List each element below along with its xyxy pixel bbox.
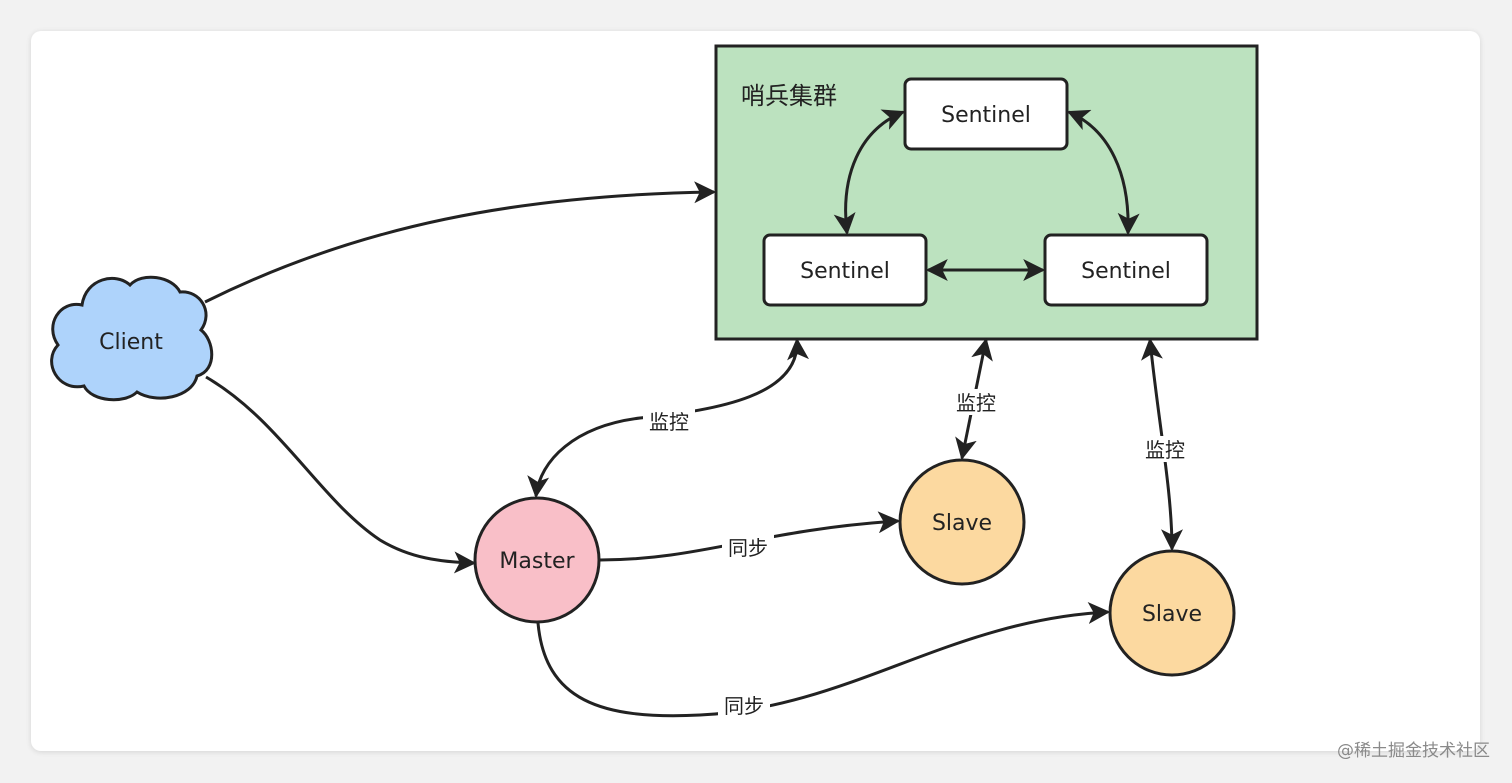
slave-1-label: Slave — [932, 511, 992, 536]
sentinel-left-label: Sentinel — [800, 259, 890, 284]
client-label: Client — [99, 330, 163, 355]
edge-label-sync-slave-1: 同步 — [728, 536, 768, 560]
watermark: @稀土掘金技术社区 — [1337, 741, 1490, 761]
edge-label-bg-sync-slave-1 — [722, 534, 774, 560]
edge-label-bg-monitor-master — [643, 408, 695, 434]
edge-label-bg-monitor-slave-1 — [950, 389, 1002, 415]
edge-client-to-cluster — [204, 181, 717, 304]
edge-label-bg-monitor-slave-2 — [1139, 436, 1191, 462]
edge-label-monitor-master: 监控 — [649, 410, 689, 434]
edge-sentinel-top-left — [833, 109, 906, 236]
edge-label-monitor-slave-1: 监控 — [956, 391, 996, 415]
client-cloud[interactable] — [50, 275, 214, 402]
sentinel-right-label: Sentinel — [1081, 259, 1171, 284]
sentinel-top-label: Sentinel — [941, 103, 1031, 128]
edge-sync-slave-2 — [536, 602, 1111, 718]
edge-client-to-master — [205, 375, 477, 574]
edge-label-monitor-slave-2: 监控 — [1145, 438, 1185, 462]
edge-label-sync-slave-2: 同步 — [724, 694, 764, 718]
slave-2-label: Slave — [1142, 602, 1202, 627]
cluster-label: 哨兵集群 — [741, 82, 837, 110]
edge-sentinel-top-right — [1066, 109, 1140, 236]
edge-monitor-master — [527, 337, 810, 499]
edge-label-bg-sync-slave-2 — [718, 692, 770, 718]
master-label: Master — [499, 549, 575, 574]
